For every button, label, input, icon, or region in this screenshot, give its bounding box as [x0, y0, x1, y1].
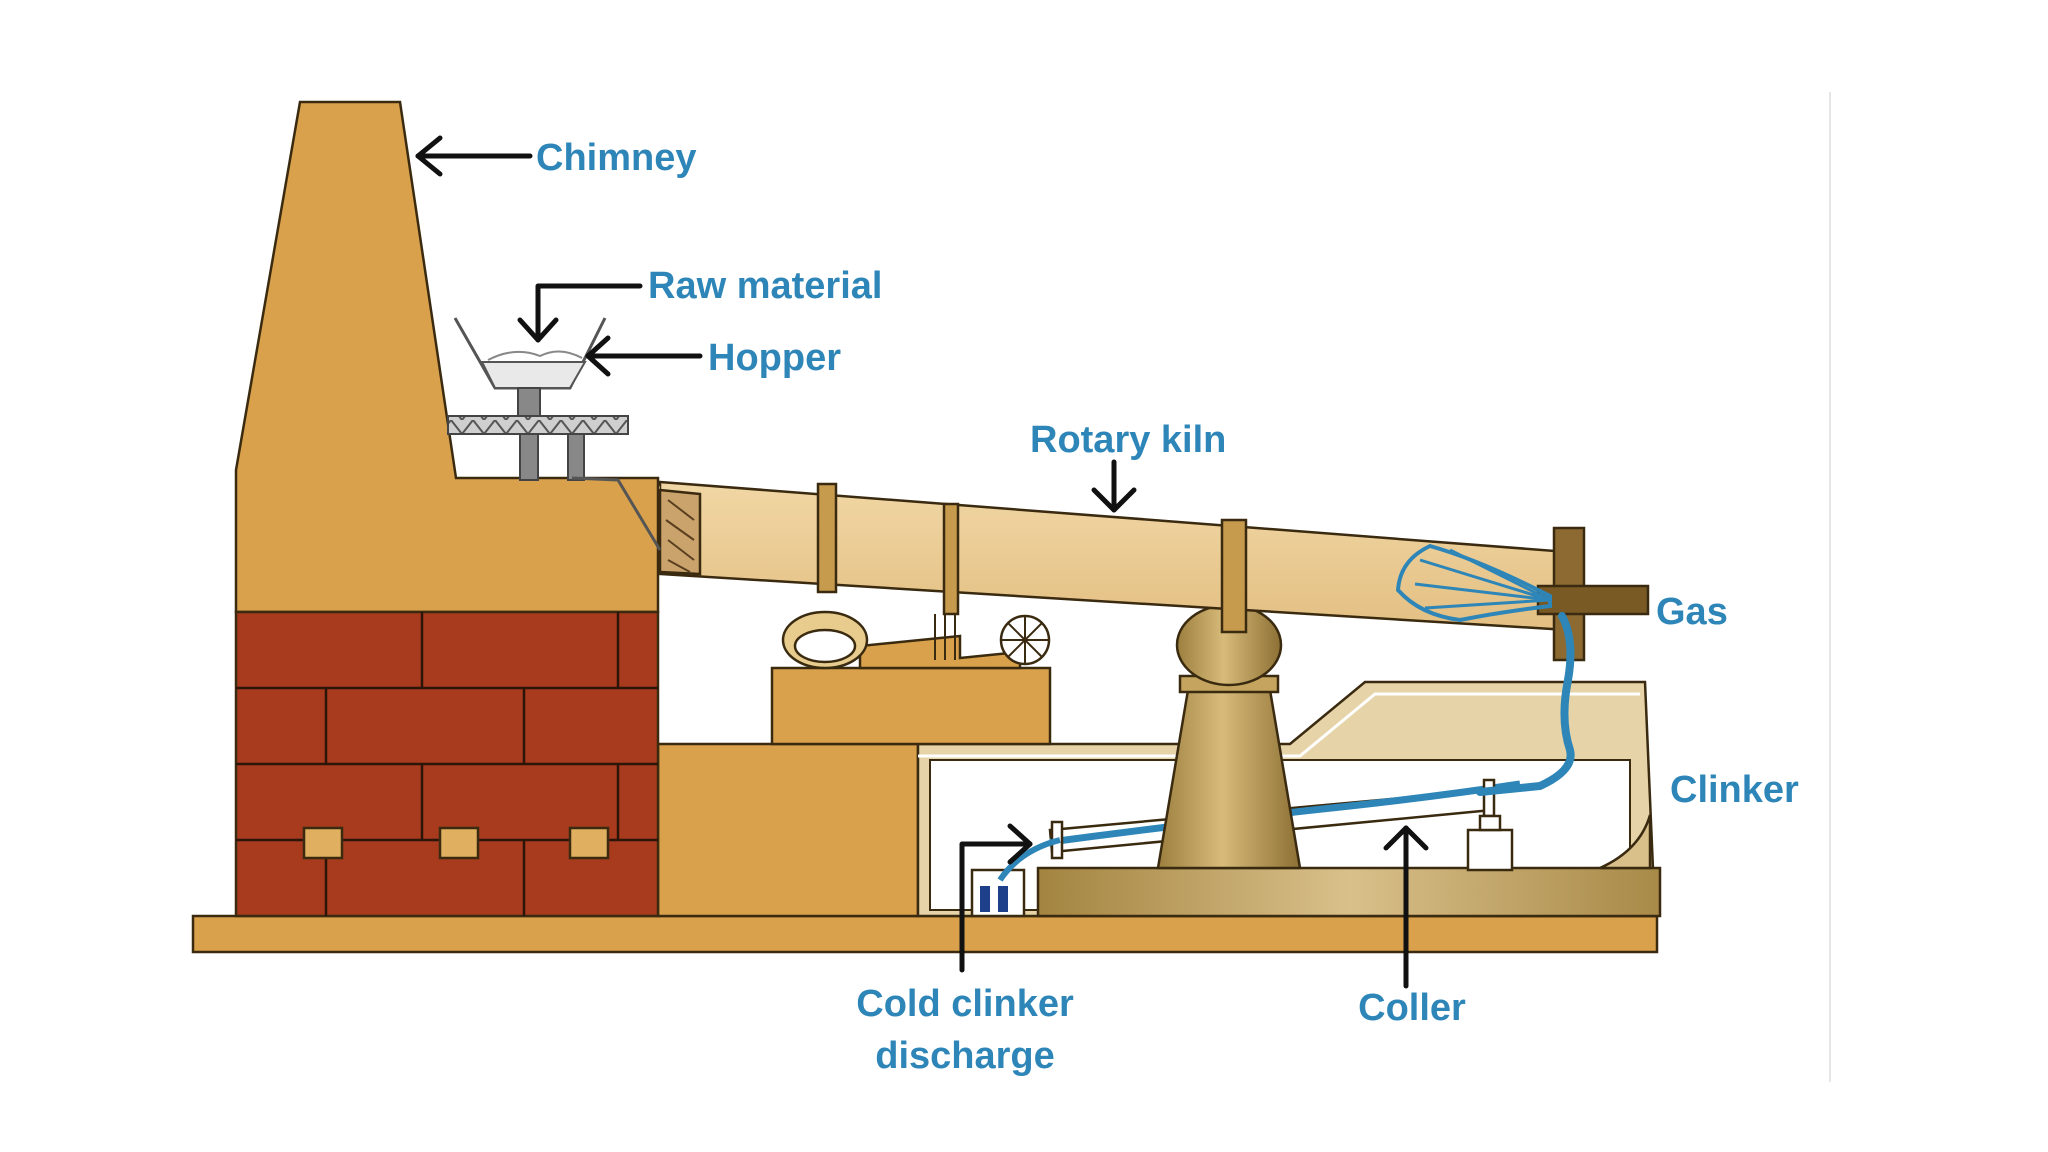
- gas-flame: [1395, 543, 1575, 796]
- label-cold-clinker-line2: discharge: [875, 1035, 1055, 1077]
- discharge-spout: [970, 837, 1061, 918]
- arrow-chimney: [415, 135, 533, 177]
- label-coller: Coller: [1358, 987, 1466, 1029]
- label-cold-clinker-line1: Cold clinker: [856, 983, 1074, 1025]
- arrow-hopper: [585, 335, 703, 377]
- label-gas: Gas: [1656, 591, 1728, 633]
- label-hopper: Hopper: [708, 337, 841, 379]
- label-clinker: Clinker: [1670, 769, 1799, 811]
- kiln-support-pedestal: [1156, 603, 1302, 870]
- hopper: [447, 317, 662, 551]
- brick-base: [234, 610, 660, 918]
- label-raw-material: Raw material: [648, 265, 882, 307]
- lower-housing-block: [656, 742, 920, 918]
- kiln-burner: [1536, 526, 1650, 662]
- cooler-base: [1036, 866, 1662, 918]
- arrow-coller: [1383, 825, 1429, 989]
- arrow-raw-material: [517, 283, 643, 343]
- arrow-rotary-kiln: [1091, 459, 1137, 513]
- label-chimney: Chimney: [536, 137, 696, 179]
- arrow-cold-clinker: [959, 823, 1033, 973]
- label-rotary-kiln: Rotary kiln: [1030, 419, 1226, 461]
- kiln-drive-unit: [770, 610, 1052, 746]
- ground-slab: [191, 914, 1659, 954]
